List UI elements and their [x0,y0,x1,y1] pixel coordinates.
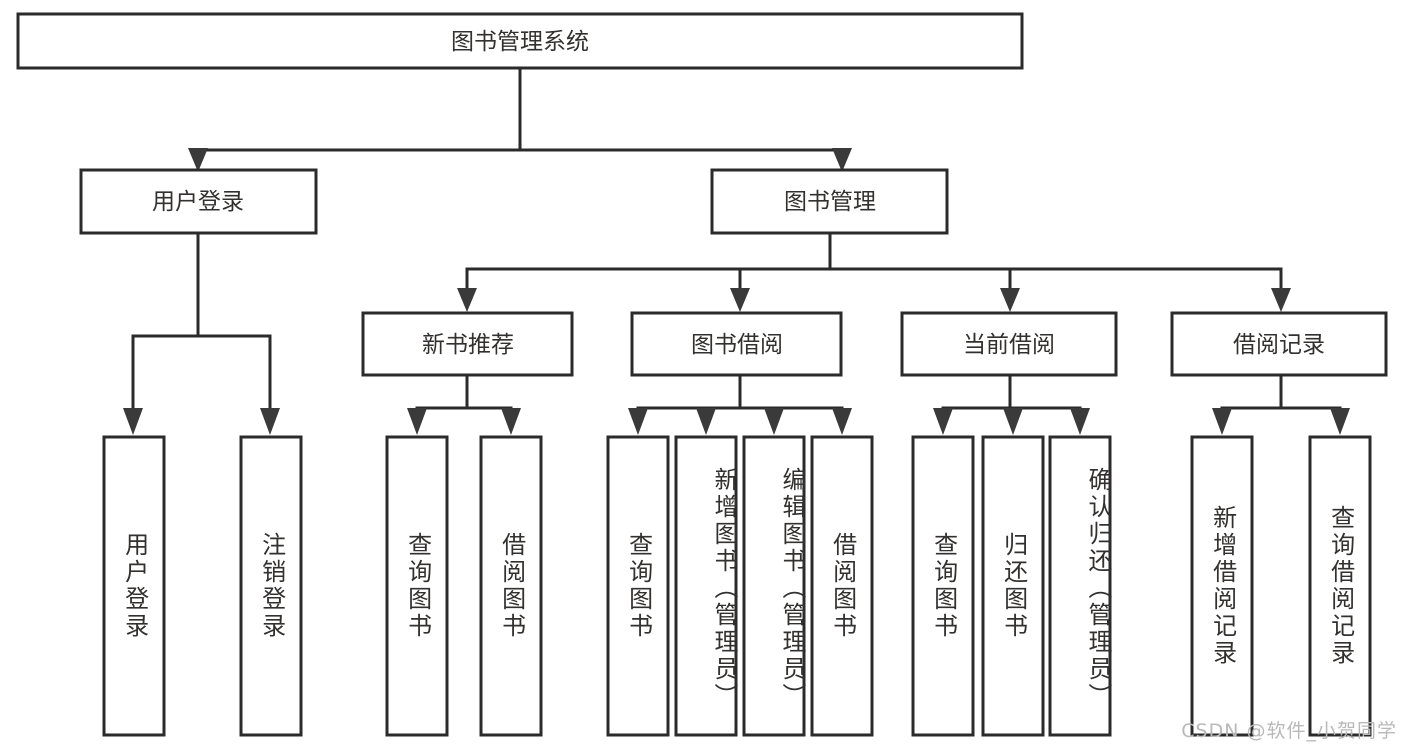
node-label-current-borrow: 当前借阅 [963,332,1055,358]
node-box-root[interactable] [16,12,1024,70]
node-box-leaf-add-record[interactable] [1190,435,1254,737]
arrowhead-leaf-user-login [123,408,143,435]
arrowhead-leaf-confirm-return [1070,408,1090,435]
arrowhead-leaf-add-book [696,408,716,435]
arrowhead-leaf-borrow-book-1 [501,408,521,435]
arrowhead-book-borrow [730,288,750,312]
node-box-leaf-query-book-1[interactable] [385,435,449,737]
node-box-leaf-logout-login[interactable] [239,435,303,737]
arrowhead-leaf-add-record [1212,408,1232,435]
arrowhead-leaf-return-book [1003,408,1023,435]
node-box-user-login[interactable] [79,168,318,235]
arrowhead-root-to-bookmgmt [832,148,852,172]
node-label-new-book-recommend: 新书推荐 [422,332,514,358]
arrowhead-leaf-query-record [1330,408,1350,435]
node-label-book-management: 图书管理 [784,189,876,215]
arrowhead-leaf-edit-book [764,408,784,435]
connectors-layer [123,66,1350,435]
node-box-leaf-return-book[interactable] [981,435,1045,737]
node-box-leaf-edit-book[interactable] [742,435,806,737]
node-box-leaf-query-book-3[interactable] [911,435,975,737]
arrowhead-leaf-query-book-3 [933,408,953,435]
node-box-leaf-add-book[interactable] [674,435,738,737]
node-box-book-management[interactable] [710,168,949,235]
node-label-book-borrow: 图书借阅 [691,332,783,358]
arrowhead-current-borrow [1000,288,1020,312]
arrowhead-borrow-record [1271,288,1291,312]
arrowhead-new-book-recommend [457,288,477,312]
node-box-leaf-confirm-return[interactable] [1048,435,1112,737]
node-box-leaf-borrow-book-1[interactable] [479,435,543,737]
arrowhead-leaf-logout-login [260,408,280,435]
node-box-new-book-recommend[interactable] [361,311,574,377]
nodes-layer: 图书管理系统 用户登录 图书管理 新书推荐 图书借阅 当前借阅 借阅记录 [16,12,1388,737]
node-box-leaf-query-record[interactable] [1308,435,1372,737]
node-box-book-borrow[interactable] [630,311,843,377]
node-label-user-login: 用户登录 [152,189,244,215]
node-box-borrow-record[interactable] [1170,311,1388,377]
node-box-leaf-query-book-2[interactable] [606,435,670,737]
node-box-current-borrow[interactable] [900,311,1118,377]
arrowhead-root-to-userlogin [188,148,208,172]
watermark-text: CSDN @软件_小贺同学 [1181,720,1397,742]
node-label-borrow-record: 借阅记录 [1233,332,1325,358]
arrowhead-leaf-query-book-1 [407,408,427,435]
arrowhead-leaf-borrow-book-2 [832,408,852,435]
node-label-root: 图书管理系统 [451,29,589,55]
node-box-leaf-borrow-book-2[interactable] [810,435,874,737]
arrowhead-leaf-query-book-2 [628,408,648,435]
node-box-leaf-user-login[interactable] [102,435,166,737]
